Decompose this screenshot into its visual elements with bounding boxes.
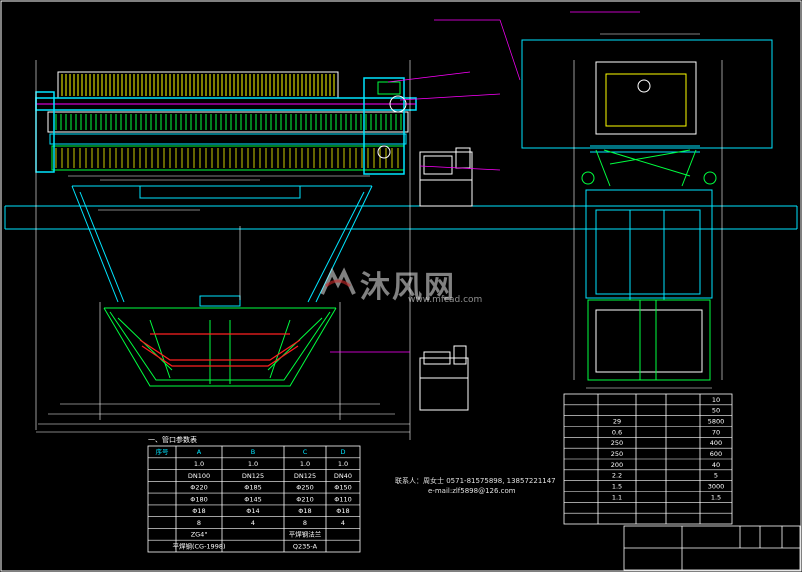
params-table-header: B [251, 448, 255, 456]
params-table-header: 序号 [156, 447, 170, 456]
params-table-cell: DN125 [294, 472, 316, 480]
spec-table-cell: 2.2 [612, 472, 622, 480]
params-table-cell: 1.0 [194, 460, 204, 468]
params-table-cell: Φ185 [244, 484, 262, 492]
params-table-cell: 8 [303, 519, 307, 527]
params-table-header: C [303, 448, 308, 456]
params-table-cell: 4 [251, 519, 255, 527]
params-table-cell: DN40 [334, 472, 352, 480]
main-dimension-lines [35, 60, 411, 440]
watermark: 沐风网 www.mfcad.com [318, 262, 488, 310]
params-table-cell: Φ210 [296, 495, 314, 503]
spec-table-cell: 70 [712, 428, 720, 436]
params-table-cell: Q235-A [293, 542, 318, 550]
contact-line-1: 联系人：周女士 0571-81575898, 13857221147 [395, 477, 556, 485]
spec-table-cell: 0.6 [612, 428, 622, 436]
spec-table-cell: 250 [611, 439, 623, 447]
hopper-funnel [71, 185, 373, 307]
watermark-url: www.mfcad.com [408, 295, 483, 305]
side-view-conveyor [587, 299, 711, 381]
params-table-cell: 1.0 [300, 460, 310, 468]
hydraulic-station-lower [419, 345, 469, 411]
params-table-cell: ZG4" [191, 531, 208, 539]
params-table-cell: DN125 [242, 472, 264, 480]
params-table-cell: Φ18 [192, 507, 205, 515]
side-view-hopper [585, 189, 713, 300]
spec-table-cell: 1.5 [612, 482, 622, 490]
foundation-band [4, 205, 798, 230]
params-table-cell: 平焊钢法兰 [289, 530, 322, 539]
hydraulic-station-upper [419, 147, 473, 207]
conveyor-frame [103, 307, 337, 387]
title-block [623, 525, 801, 571]
spec-table-cell: 1.1 [612, 493, 622, 501]
spec-table-cell: 5800 [708, 417, 725, 425]
filter-press-plates [35, 71, 417, 175]
params-table-cell: Φ150 [334, 484, 352, 492]
params-table-cell: 8 [197, 519, 201, 527]
side-view-dims [573, 33, 723, 389]
leader-lines [330, 11, 640, 353]
params-table-cell: 1.0 [338, 460, 348, 468]
spec-table-cell: 10 [712, 396, 720, 404]
side-view-housing [521, 39, 773, 153]
spec-table-cell: 200 [611, 461, 623, 469]
spec-table-cell: 1.5 [711, 493, 721, 501]
params-table-cell: Φ14 [246, 507, 259, 515]
spec-table-cell: 600 [710, 450, 722, 458]
params-table-header: D [340, 448, 345, 456]
params-table-cell: Φ180 [190, 495, 208, 503]
params-table-cell: 4 [341, 519, 345, 527]
spec-table-rows: 10 50 29 5800 0.6 70 250 400 250 600 200 40 2.2 5 1.5 3… [564, 396, 732, 514]
spec-table-cell: 400 [710, 439, 722, 447]
params-table-header: A [197, 448, 202, 456]
side-view-arms [581, 149, 717, 187]
conveyor-belt-red [139, 333, 301, 367]
spec-table-cell: 3000 [708, 482, 725, 490]
params-table-cell: Φ18 [336, 507, 349, 515]
spec-table-cell: 250 [611, 450, 623, 458]
params-table-grid [147, 445, 361, 553]
params-table-cell: 平焊钢(CG-1998) [172, 541, 225, 550]
spec-table-cell: 29 [613, 417, 621, 425]
watermark-name: 沐风网 [360, 270, 456, 305]
mfcad-logo-icon [320, 267, 356, 295]
params-table-cell: Φ250 [296, 484, 314, 492]
params-table-cell: Φ110 [334, 495, 352, 503]
params-table-cell: DN100 [188, 472, 210, 480]
params-table-title: 一、管口参数表 [148, 436, 197, 444]
params-table-cell: 1.0 [248, 460, 258, 468]
params-table-cell: Φ220 [190, 484, 208, 492]
spec-table-cell: 50 [712, 407, 720, 415]
params-table-cell: Φ145 [244, 495, 262, 503]
params-table-cell: Φ18 [298, 507, 311, 515]
spec-table-cell: 5 [714, 472, 718, 480]
conveyor-dimension-lines [38, 302, 410, 425]
spec-table-cell: 40 [712, 461, 720, 469]
contact-line-2: e-mail:zlf5898@126.com [428, 487, 516, 495]
